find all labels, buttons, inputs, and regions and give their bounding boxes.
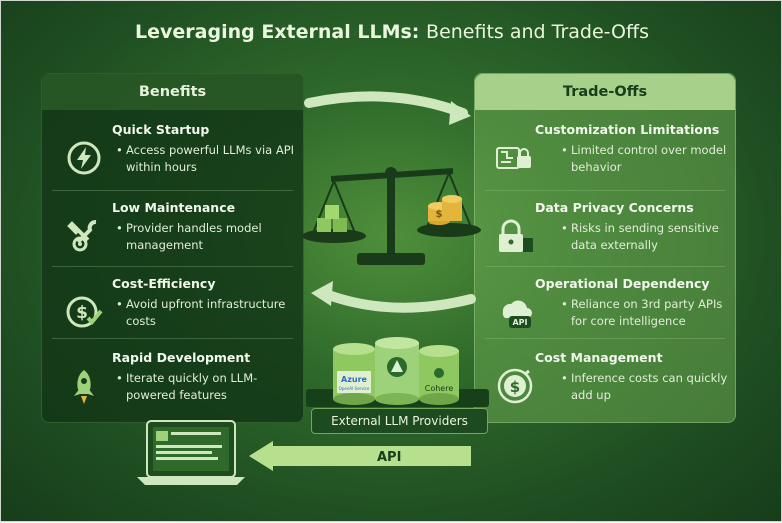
benefit-title: Cost-Efficiency <box>112 276 216 291</box>
lightning-icon <box>67 141 101 175</box>
laptop-icon <box>137 420 245 485</box>
benefit-item-cost-efficiency: $ Cost-Efficiency Avoid upfront infrastr… <box>42 276 303 354</box>
divider <box>52 266 293 267</box>
benefit-desc: Access powerful LLMs via API within hour… <box>116 142 296 176</box>
tradeoff-title: Data Privacy Concerns <box>535 200 694 215</box>
dollar-check-icon: $ <box>66 296 103 328</box>
tradeoff-desc: Risks in sending sensitive data external… <box>561 220 731 254</box>
svg-text:$: $ <box>76 303 88 323</box>
tradeoffs-heading: Trade-Offs <box>475 74 735 110</box>
tradeoff-desc: Limited control over model behavior <box>561 142 731 176</box>
cohere-name: Cohere <box>425 384 454 393</box>
balance-scale-icon: $ <box>302 167 481 265</box>
benefit-title: Rapid Development <box>112 350 251 365</box>
title-rest: Benefits and Trade-Offs <box>426 21 649 43</box>
tradeoffs-panel: Trade-Offs Customization Limitations Lim… <box>474 73 736 423</box>
tradeoff-item-operational-dependency: API Operational Dependency Reliance on 3… <box>475 276 735 354</box>
tradeoff-title: Customization Limitations <box>535 122 720 137</box>
tradeoff-title: Cost Management <box>535 350 663 365</box>
llm-providers-icon: Azure OpenAI Service Cohere <box>306 337 489 407</box>
benefit-title: Low Maintenance <box>112 200 236 215</box>
azure-sub: OpenAI Service <box>339 386 370 391</box>
benefits-heading: Benefits <box>42 74 303 110</box>
benefit-item-quick-startup: Quick Startup Access powerful LLMs via A… <box>42 122 303 200</box>
padlock-icon <box>499 219 533 252</box>
benefits-panel: Benefits Quick Startup Access powerful L… <box>41 73 304 423</box>
tradeoff-item-cost-management: $ Cost Management Inference costs can qu… <box>475 350 735 428</box>
benefit-desc: Provider handles model management <box>116 220 296 254</box>
api-label: API <box>377 450 402 465</box>
benefit-item-low-maintenance: Low Maintenance Provider handles model m… <box>42 200 303 278</box>
dollar-gauge-icon: $ <box>497 368 533 404</box>
divider <box>485 266 725 267</box>
tradeoff-item-data-privacy: Data Privacy Concerns Risks in sending s… <box>475 200 735 278</box>
tradeoff-title: Operational Dependency <box>535 276 710 291</box>
divider <box>485 190 725 191</box>
divider <box>52 190 293 191</box>
azure-name: Azure <box>341 375 367 384</box>
tradeoff-desc: Inference costs can quickly add up <box>561 370 731 404</box>
arrow-left-icon <box>318 288 476 313</box>
rocket-icon <box>74 370 94 404</box>
arrow-right-icon <box>304 91 468 118</box>
svg-text:$: $ <box>436 209 443 220</box>
page-title: Leveraging External LLMs: Benefits and T… <box>1 21 782 43</box>
api-badge: API <box>512 318 527 327</box>
wrench-gear-icon <box>67 220 97 252</box>
divider <box>52 338 293 339</box>
cloud-api-icon: API <box>502 300 532 328</box>
benefit-title: Quick Startup <box>112 122 210 137</box>
benefit-item-rapid-development: Rapid Development Iterate quickly on LLM… <box>42 350 303 428</box>
benefit-desc: Avoid upfront infrastructure costs <box>116 296 296 330</box>
tradeoff-item-customization: Customization Limitations Limited contro… <box>475 122 735 200</box>
providers-label: External LLM Providers <box>311 408 488 434</box>
title-strong: Leveraging External LLMs: <box>135 21 420 43</box>
tradeoff-desc: Reliance on 3rd party APIs for core inte… <box>561 296 731 330</box>
divider <box>485 338 725 339</box>
svg-text:$: $ <box>510 378 520 396</box>
circuit-lock-icon <box>496 147 531 169</box>
benefit-desc: Iterate quickly on LLM-powered features <box>116 370 296 404</box>
